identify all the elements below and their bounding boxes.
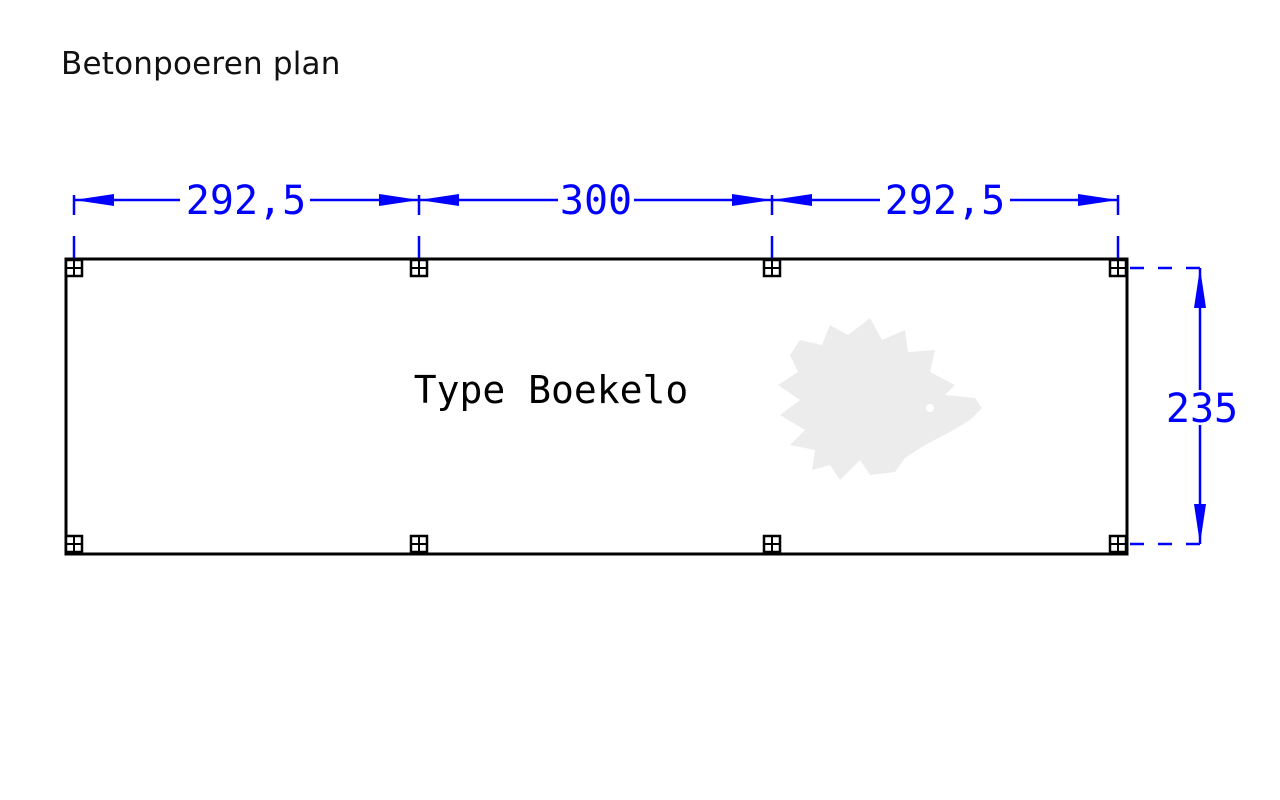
post-marker-icon (64, 258, 84, 278)
page-title: Betonpoeren plan (61, 46, 341, 82)
post-marker-icon (1108, 534, 1128, 554)
post-marker-icon (1108, 258, 1128, 278)
width-dimension-3: 292,5 (885, 178, 1005, 224)
post-marker-icon (64, 534, 84, 554)
width-dimensions (72, 194, 1120, 258)
post-marker-icon (762, 258, 782, 278)
depth-dimension: 235 (1166, 386, 1238, 432)
depth-dimension-lines (1130, 266, 1206, 546)
post-marker-icon (409, 534, 429, 554)
width-dimension-1: 292,5 (186, 178, 306, 224)
post-marker-icon (762, 534, 782, 554)
post-marker-icon (409, 258, 429, 278)
plan-type-label: Type Boekelo (414, 368, 689, 412)
width-dimension-2: 300 (560, 178, 632, 224)
hedgehog-watermark-icon (778, 318, 982, 480)
posts (64, 258, 1128, 554)
plan-outline (64, 257, 1129, 556)
